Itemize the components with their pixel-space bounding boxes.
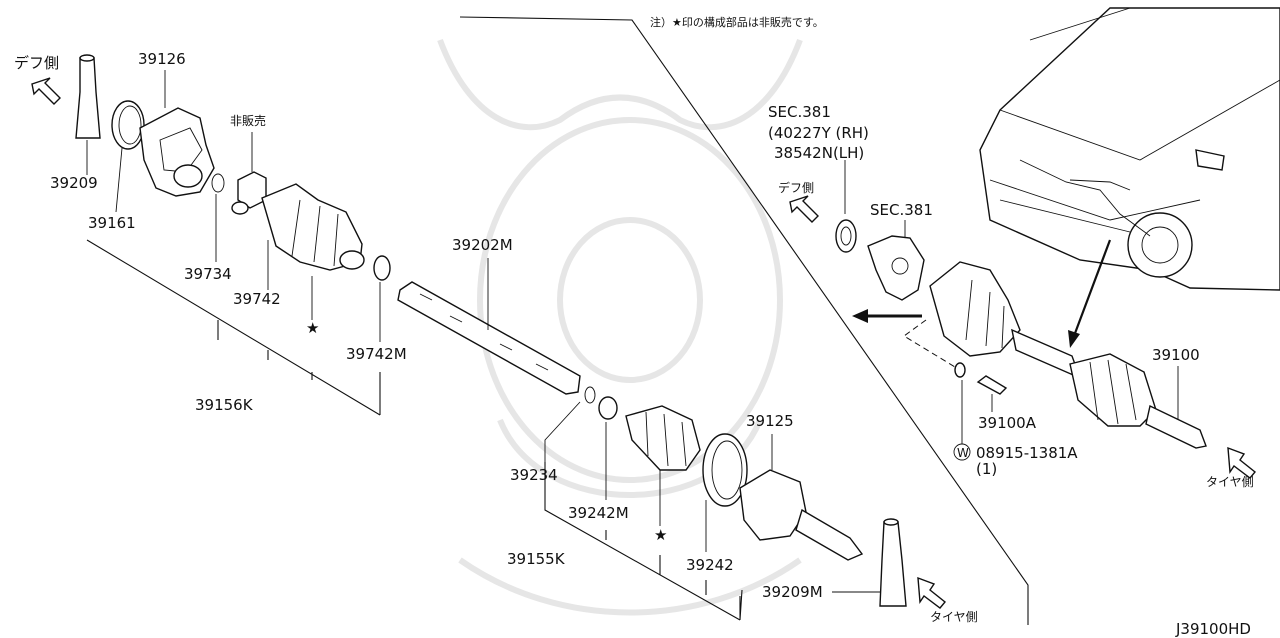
part-39209-left-shape (75, 54, 101, 139)
label-washer-symbol: W (957, 446, 969, 460)
label-39209M: 39209M (762, 583, 823, 601)
label-sec381-a: SEC.381 (768, 103, 831, 121)
label-sec381-lh: 38542N(LH) (774, 144, 864, 162)
assembly-arrow (852, 309, 922, 323)
direction-label-diff-right: デフ側 (778, 180, 814, 195)
label-08915: 08915-1381A (976, 444, 1078, 462)
washer-symbol (953, 443, 971, 461)
note-text: 注）★印の構成部品は非販売です。 (650, 15, 824, 29)
label-39155K: 39155K (507, 550, 566, 568)
label-39126: 39126 (138, 50, 186, 68)
label-39234: 39234 (510, 466, 558, 484)
part-39742M-shape (373, 255, 391, 281)
label-sec381-rh: (40227Y (RH) (768, 124, 869, 142)
part-39209M-shape (879, 518, 907, 607)
reference-code: J39100HD (1175, 620, 1251, 638)
label-39202M: 39202M (452, 236, 513, 254)
outer-boot-shape (625, 405, 701, 471)
part-39742-boot-shape (261, 183, 365, 271)
part-39125-shape (739, 469, 864, 561)
label-sec381-b: SEC.381 (870, 201, 933, 219)
direction-arrow-diff-right (789, 195, 819, 223)
direction-label-tire-right: タイヤ側 (1206, 475, 1254, 489)
label-39100A: 39100A (978, 414, 1037, 432)
label-39161: 39161 (88, 214, 136, 232)
part-39161-shape (111, 100, 145, 150)
seal-shape (835, 219, 857, 253)
frame-lines (459, 16, 1029, 625)
tripod-joint-shape (231, 171, 267, 215)
direction-label-tire-bottom: タイヤ側 (930, 610, 978, 624)
part-39734-shape (211, 173, 225, 193)
part-39242-band-shape (702, 433, 748, 507)
direction-label-diff-left: デフ側 (14, 54, 59, 72)
direction-arrow-tire-bottom (917, 576, 946, 609)
label-hihanbai: 非販売 (230, 113, 266, 128)
direction-arrow-tire-right (1227, 446, 1256, 479)
label-39734: 39734 (184, 265, 232, 283)
label-39156K: 39156K (195, 396, 254, 414)
flange-shape (867, 235, 925, 301)
part-39202M-shaft-shape (397, 281, 581, 395)
washer-bolt-shape (954, 362, 1008, 395)
label-39242: 39242 (686, 556, 734, 574)
label-39100: 39100 (1152, 346, 1200, 364)
label-39742: 39742 (233, 290, 281, 308)
label-star-2: ★ (654, 526, 667, 544)
label-39125: 39125 (746, 412, 794, 430)
part-39100-assembly-shape (929, 261, 1207, 449)
part-39242M-shape (598, 396, 618, 420)
label-39209-left: 39209 (50, 174, 98, 192)
label-star-1: ★ (306, 319, 319, 337)
label-qty: (1) (976, 460, 997, 478)
label-39242M: 39242M (568, 504, 629, 522)
part-39126-shape (139, 107, 215, 197)
direction-arrow-diff-left (31, 77, 61, 105)
part-39234-shape (584, 386, 596, 404)
label-39742M: 39742M (346, 345, 407, 363)
watermark-emblem (437, 38, 803, 616)
vehicle-illustration (979, 7, 1280, 291)
